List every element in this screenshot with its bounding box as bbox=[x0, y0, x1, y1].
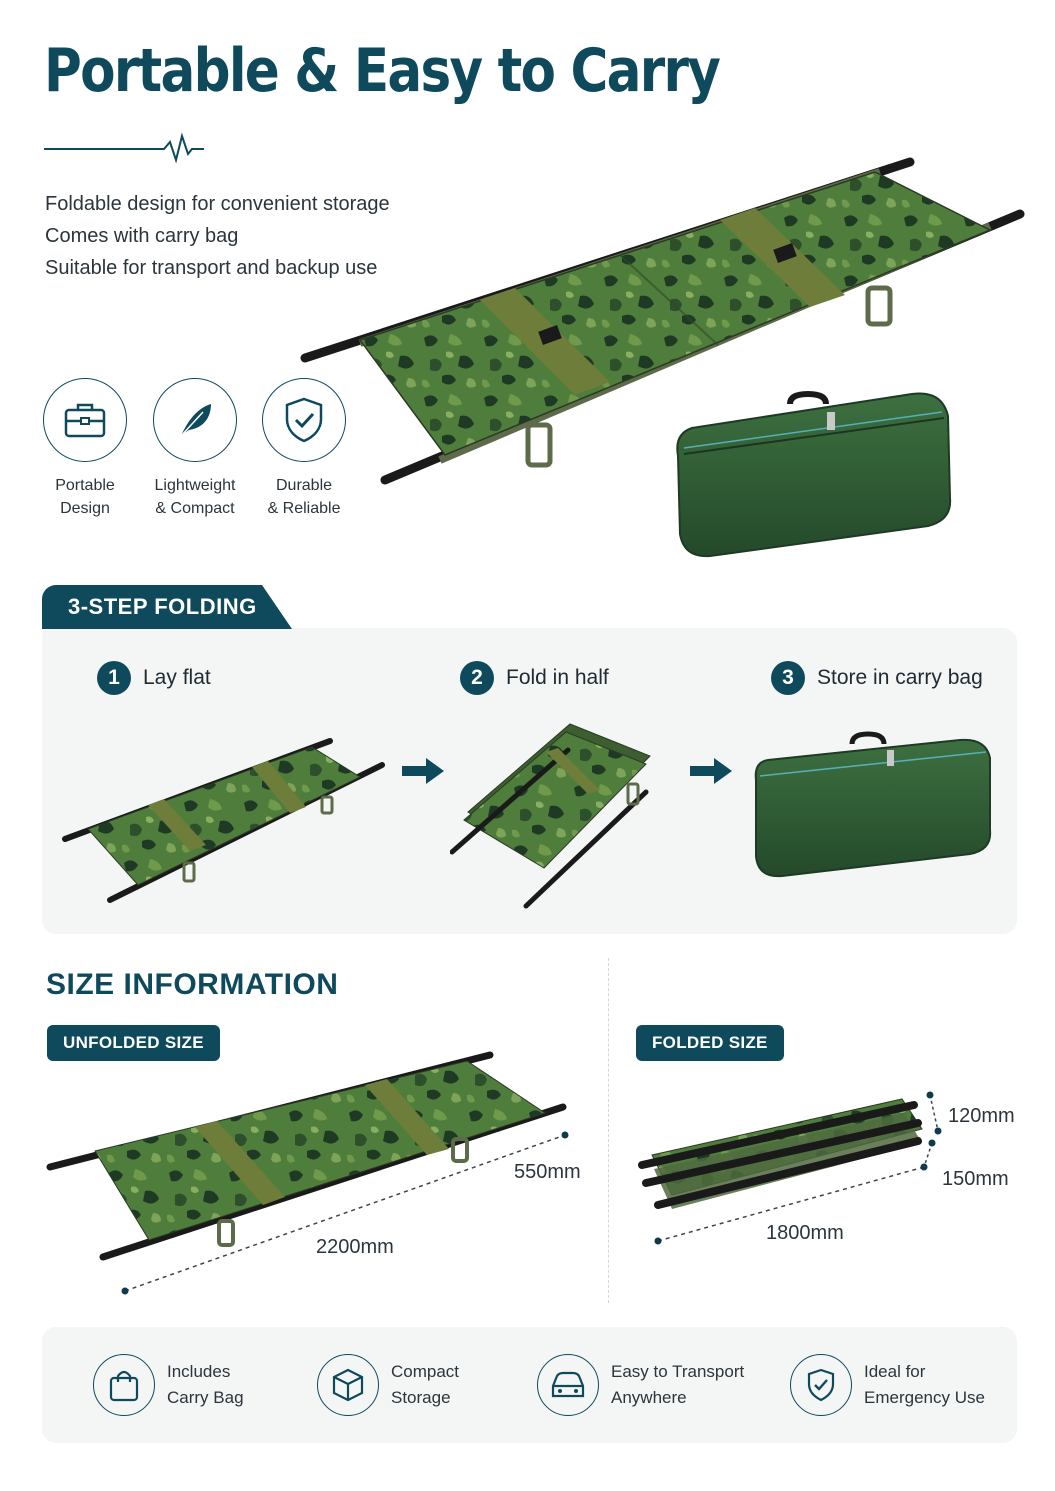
benefit-label: Compact bbox=[391, 1362, 460, 1381]
feather-icon bbox=[153, 378, 237, 462]
badge-lightweight: Lightweight & Compact bbox=[153, 378, 237, 520]
badge-label: Portable bbox=[55, 477, 115, 494]
shield-check-icon bbox=[262, 378, 346, 462]
feature-item: Comes with carry bag bbox=[45, 225, 239, 247]
arrow-right-icon bbox=[690, 758, 732, 784]
step-3: 3 Store in carry bag bbox=[771, 661, 983, 695]
folded-height-label: 120mm bbox=[948, 1105, 1015, 1127]
benefit-label: Anywhere bbox=[611, 1388, 687, 1407]
benefit-transport: Easy to Transport Anywhere bbox=[537, 1354, 744, 1416]
feature-list: Foldable design for convenient storage C… bbox=[45, 188, 390, 284]
unfolded-width-label: 550mm bbox=[514, 1161, 581, 1183]
badge-portable: Portable Design bbox=[43, 378, 127, 520]
benefit-label: Ideal for bbox=[864, 1362, 926, 1381]
benefit-label: Emergency Use bbox=[864, 1388, 985, 1407]
step-label: Lay flat bbox=[143, 666, 211, 689]
stretcher-unfolded-image bbox=[300, 157, 1025, 485]
folding-tab: 3-STEP FOLDING bbox=[42, 585, 292, 629]
feature-item: Foldable design for convenient storage bbox=[45, 193, 390, 215]
badge-label: & Reliable bbox=[267, 500, 341, 517]
benefit-emergency: Ideal for Emergency Use bbox=[790, 1354, 985, 1416]
shield-check-icon bbox=[790, 1354, 852, 1416]
benefit-compact-storage: Compact Storage bbox=[317, 1354, 459, 1416]
unfolded-length-label: 2200mm bbox=[316, 1236, 394, 1258]
step-label: Store in carry bag bbox=[817, 666, 983, 689]
step-number: 3 bbox=[771, 661, 805, 695]
heartbeat-divider-icon bbox=[44, 132, 204, 164]
folded-length-label: 1800mm bbox=[766, 1222, 844, 1244]
benefit-carry-bag: Includes Carry Bag bbox=[93, 1354, 244, 1416]
step2-folded-stretcher-image bbox=[450, 723, 651, 909]
folded-width-label: 150mm bbox=[942, 1168, 1009, 1190]
size-title: SIZE INFORMATION bbox=[46, 968, 339, 1001]
benefit-label: Easy to Transport bbox=[611, 1362, 745, 1381]
size-divider bbox=[608, 958, 609, 1303]
benefits-bar bbox=[42, 1327, 1017, 1443]
step-1: 1 Lay flat bbox=[97, 661, 211, 695]
folded-size-pill: FOLDED SIZE bbox=[636, 1025, 784, 1061]
badge-label: Lightweight bbox=[154, 477, 236, 494]
badge-label: Design bbox=[60, 500, 110, 517]
step-number: 1 bbox=[97, 661, 131, 695]
arrow-right-icon bbox=[402, 758, 444, 784]
step-2: 2 Fold in half bbox=[460, 661, 609, 695]
car-icon bbox=[537, 1354, 599, 1416]
benefit-label: Carry Bag bbox=[167, 1388, 244, 1407]
shopping-bag-icon bbox=[93, 1354, 155, 1416]
page-title: Portable & Easy to Carry bbox=[44, 36, 721, 106]
step1-stretcher-image bbox=[62, 738, 385, 903]
briefcase-icon bbox=[43, 378, 127, 462]
badge-durable: Durable & Reliable bbox=[262, 378, 346, 520]
feature-item: Suitable for transport and backup use bbox=[45, 257, 378, 279]
box-icon bbox=[317, 1354, 379, 1416]
step3-carry-bag-image bbox=[754, 731, 992, 878]
unfolded-size-pill: UNFOLDED SIZE bbox=[47, 1025, 220, 1061]
step-number: 2 bbox=[460, 661, 494, 695]
carry-bag-image bbox=[676, 390, 952, 558]
step-label: Fold in half bbox=[506, 666, 609, 689]
badge-label: Durable bbox=[275, 477, 333, 494]
badge-label: & Compact bbox=[155, 500, 235, 517]
benefit-label: Storage bbox=[391, 1388, 451, 1407]
unfolded-dimension-diagram bbox=[46, 1051, 569, 1295]
folded-dimension-diagram bbox=[638, 1091, 942, 1245]
benefit-label: Includes bbox=[167, 1362, 231, 1381]
